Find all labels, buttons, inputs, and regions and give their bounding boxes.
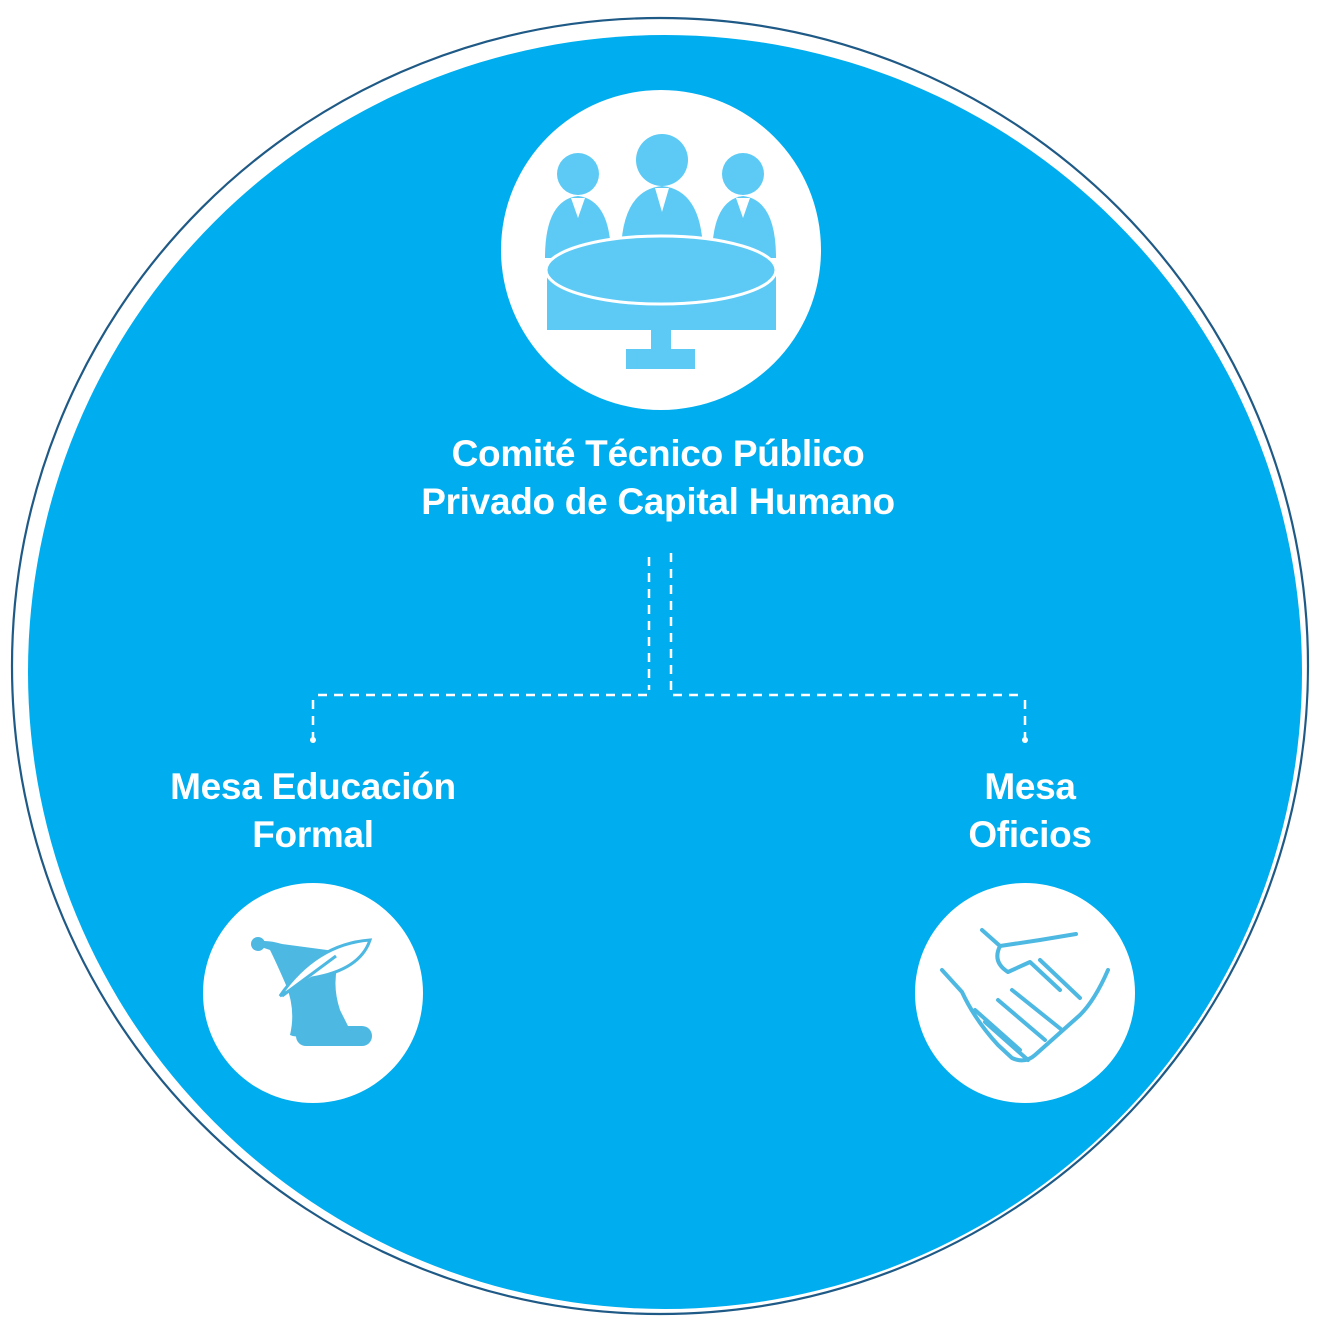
left-node-label: Mesa Educación Formal [113,763,513,859]
right-node-label-line2: Oficios [968,814,1092,855]
top-node-label-line2: Privado de Capital Humano [421,481,895,522]
top-node-label: Comité Técnico Público Privado de Capita… [358,430,958,526]
connector-lines [311,553,1027,738]
meeting-table-icon [501,90,821,410]
handshake-icon [915,883,1135,1103]
scroll-quill-icon [203,883,423,1103]
top-node-label-line1: Comité Técnico Público [451,433,865,474]
connector-end-right [1022,737,1028,743]
right-node-label: Mesa Oficios [880,763,1180,859]
right-node-label-line1: Mesa [984,766,1076,807]
connector-end-left [310,737,316,743]
left-node-label-line1: Mesa Educación [170,766,456,807]
left-node-label-line2: Formal [252,814,374,855]
